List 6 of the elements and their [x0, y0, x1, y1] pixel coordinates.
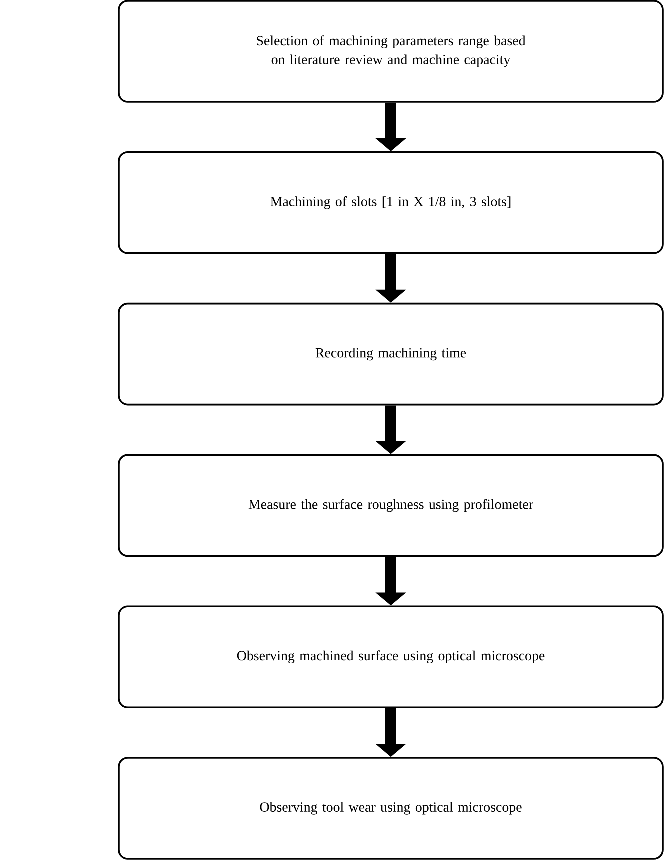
process-box: Observing tool wear using optical microscope: [118, 757, 664, 860]
process-box: Machining of slots [1 in X 1/8 in, 3 slots]: [118, 152, 664, 254]
process-box: Measure the surface roughness using profilometer: [118, 454, 664, 558]
process-box: Observing machined surface using optical microscope: [118, 606, 664, 708]
process-box: Selection of machining parameters range based on literature review and machine capacity: [118, 0, 664, 103]
process-box: Recording machining time: [118, 302, 664, 406]
